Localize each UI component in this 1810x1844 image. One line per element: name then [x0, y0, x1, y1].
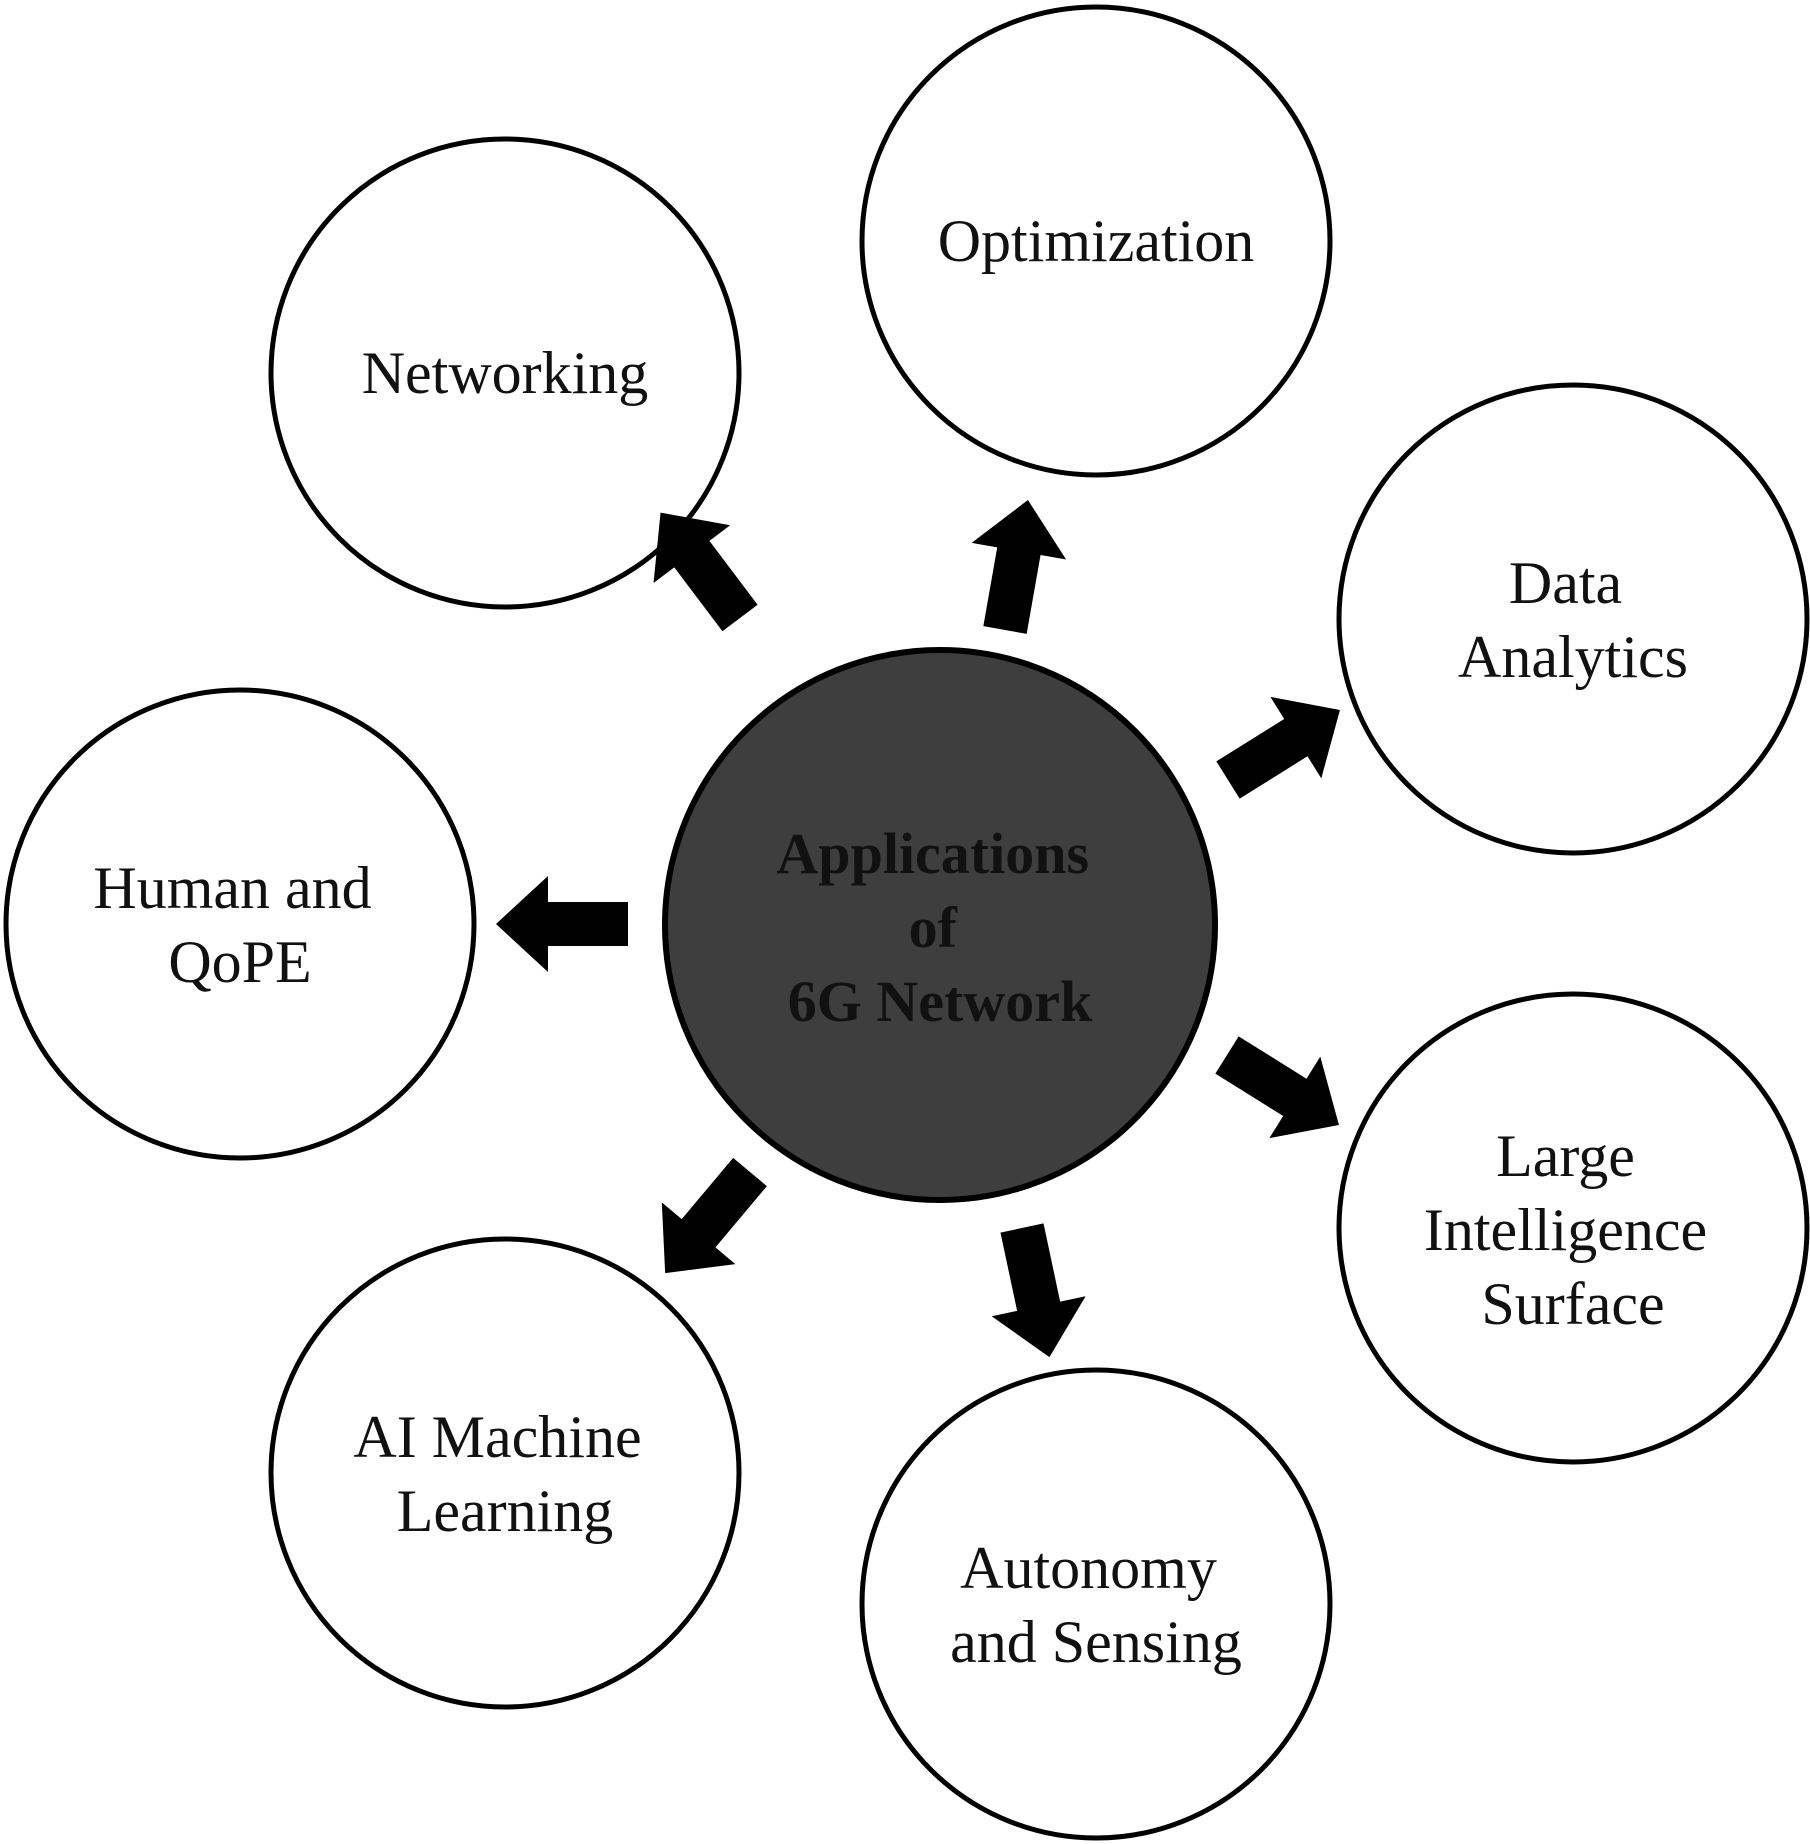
node-networking-line-1: Networking	[362, 340, 649, 406]
svg-text:Data Analytics: Data Analytics	[1458, 550, 1688, 690]
node-ai-machine-learning-line-2: Learning	[397, 1478, 614, 1544]
node-optimization-line-1: Optimization	[938, 208, 1255, 274]
arrow-to-large-intelligence-surface	[1215, 1036, 1339, 1139]
hub-label-line-1: Applications	[776, 821, 1089, 886]
svg-text:Networking: Networking	[362, 340, 649, 406]
node-networking: Networking	[268, 136, 742, 610]
node-human-and-qope-line-1: Human and	[93, 855, 371, 921]
node-ai-machine-learning-line-1: AI Machine	[353, 1404, 641, 1470]
node-human-and-qope: Human and QoPE	[3, 687, 477, 1161]
node-autonomy-and-sensing: Autonomy and Sensing	[859, 1367, 1333, 1841]
node-large-intelligence-surface-line-2: Intelligence	[1424, 1197, 1707, 1263]
node-human-and-qope-line-2: QoPE	[168, 929, 311, 995]
node-large-intelligence-surface-line-1: Large	[1496, 1123, 1635, 1189]
hub-label-line-2: of	[909, 895, 958, 960]
node-data-analytics-line-2: Analytics	[1458, 624, 1688, 690]
arrow-to-data-analytics	[1216, 696, 1340, 799]
node-autonomy-and-sensing-line-2: and Sensing	[950, 1609, 1242, 1675]
node-large-intelligence-surface-line-3: Surface	[1481, 1271, 1664, 1337]
svg-text:AI Machine Learning: AI Machine Learning	[353, 1404, 656, 1544]
svg-text:Autonomy and Sensing: Autonomy and Sensing	[950, 1535, 1242, 1675]
arrow-to-ai-machine-learning	[661, 1157, 767, 1274]
arrow-to-optimization	[971, 500, 1067, 634]
hub-node: Applications of 6G Network	[662, 647, 1218, 1203]
arrow-to-networking	[653, 512, 758, 632]
node-autonomy-and-sensing-line-1: Autonomy	[960, 1535, 1217, 1601]
node-data-analytics: Data Analytics	[1336, 382, 1810, 856]
arrows	[496, 500, 1340, 1358]
svg-text:Applications of 6G: Applications of 6G Network	[776, 821, 1103, 1034]
node-large-intelligence-surface: Large Intelligence Surface	[1336, 991, 1810, 1465]
arrow-to-autonomy-and-sensing	[991, 1223, 1086, 1358]
hub-label-line-3: 6G Network	[788, 969, 1093, 1034]
node-ai-machine-learning: AI Machine Learning	[268, 1236, 742, 1710]
svg-text:Optimization: Optimization	[938, 208, 1255, 274]
arrow-to-human-and-qope	[496, 876, 628, 972]
node-data-analytics-line-1: Data	[1509, 550, 1622, 616]
node-optimization: Optimization	[859, 4, 1333, 478]
svg-text:Human and QoPE: Human and QoPE	[93, 855, 386, 995]
svg-text:Large Intelligence: Large Intelligence Surface	[1424, 1123, 1722, 1337]
